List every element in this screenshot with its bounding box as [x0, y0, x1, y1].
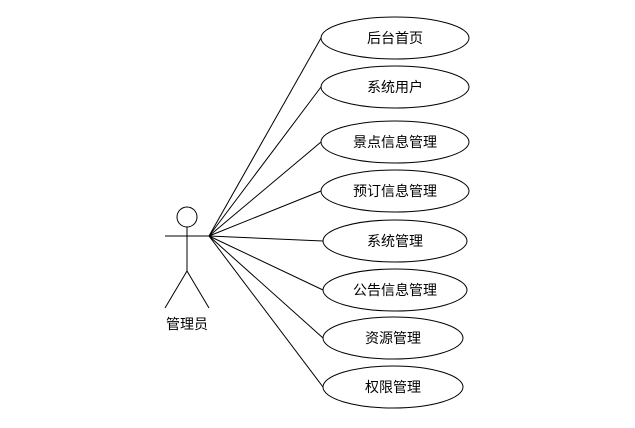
- use-case: 后台首页: [320, 16, 470, 60]
- use-case: 系统用户: [320, 65, 470, 109]
- use-case: 预订信息管理: [320, 169, 470, 213]
- use-case: 资源管理: [322, 316, 464, 360]
- association-lines: [208, 37, 324, 388]
- use-case-label: 后台首页: [367, 31, 423, 47]
- use-case-label: 系统用户: [367, 79, 423, 96]
- use-case-ellipse: [322, 316, 464, 360]
- use-case-ellipse: [320, 169, 470, 213]
- association-line: [208, 235, 324, 291]
- association-line: [208, 86, 322, 237]
- use-case-ellipse: [320, 120, 470, 164]
- use-case-ellipse: [320, 16, 470, 60]
- actor-admin: 管理员: [164, 206, 210, 333]
- association-line: [208, 37, 322, 237]
- use-case: 景点信息管理: [320, 120, 470, 164]
- use-case-ellipse: [322, 219, 468, 263]
- use-case-ellipse: [322, 365, 464, 409]
- association-line: [208, 235, 324, 339]
- actor-label: 管理员: [166, 317, 208, 333]
- use-case-ellipse: [320, 65, 470, 109]
- use-case-label: 公告信息管理: [353, 282, 437, 299]
- use-case-label: 资源管理: [365, 331, 421, 347]
- actor-right-leg: [186, 270, 210, 309]
- use-case: 系统管理: [322, 219, 468, 263]
- use-case: 权限管理: [322, 365, 464, 409]
- use-case-label: 景点信息管理: [353, 134, 437, 151]
- use-case-label: 权限管理: [365, 380, 421, 396]
- association-line: [208, 141, 322, 237]
- association-line: [208, 235, 324, 388]
- use-case-label: 预订信息管理: [353, 183, 437, 200]
- use-case: 公告信息管理: [322, 268, 468, 312]
- actor-head: [176, 206, 198, 228]
- use-case-ellipse: [322, 268, 468, 312]
- actor-left-leg: [164, 270, 188, 309]
- association-line: [208, 235, 324, 242]
- association-line: [208, 190, 322, 237]
- use-case-label: 系统管理: [367, 234, 423, 250]
